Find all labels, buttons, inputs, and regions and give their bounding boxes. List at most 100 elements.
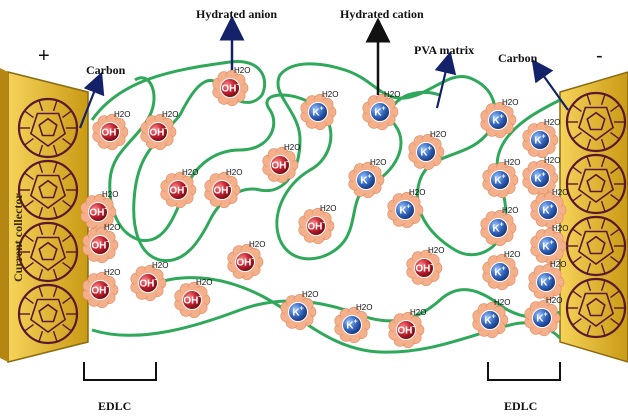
hydrated-cation-label: Hydrated cation (340, 7, 424, 21)
cation-symbol: K+ (542, 240, 553, 253)
cation-symbol: K+ (494, 174, 505, 187)
water-symbol: H2O (249, 240, 265, 249)
carbon-left-pointer-arrow (78, 71, 105, 129)
fullerene-right-4 (565, 277, 627, 339)
cation-symbol: K+ (494, 266, 505, 279)
hydrated-cation-17: K+ H2O (472, 298, 510, 339)
hydrated-cation-7: K+ H2O (387, 188, 425, 229)
cation-symbol: K+ (540, 276, 551, 289)
left-collector-side (0, 68, 8, 362)
carbon-right-pointer-arrow (531, 59, 569, 111)
anion-symbol: OH- (236, 256, 254, 269)
hydrated-anion-label: Hydrated anion (196, 7, 277, 21)
fullerene-right-1 (565, 91, 627, 153)
edlc-left-bracket (83, 362, 157, 381)
right-fullerene-column (565, 91, 627, 339)
edlc-right-bracket (487, 362, 561, 381)
hydrated-anion-15: OH-H2O (388, 308, 426, 349)
hydrated-cation-3: K+ H2O (408, 130, 446, 171)
hydrated-anion-7: OH-H2O (80, 190, 118, 231)
anion-symbol: OH- (183, 294, 201, 307)
anion-symbol: OH- (91, 239, 109, 252)
ion-layer: OH- H2O OH- H2O OH- H2O OH- H2O OH- H2O OH- H2O OH- H… (80, 66, 568, 349)
negative-terminal-symbol: - (596, 45, 603, 67)
cation-symbol: K+ (292, 306, 303, 319)
hydrated-cation-15: K+H2O (280, 290, 318, 331)
hydrated-anion-4: OH- H2O (262, 143, 300, 184)
water-symbol: H2O (370, 158, 386, 167)
cation-symbol: K+ (484, 314, 495, 327)
pva-pointer-arrow (434, 51, 457, 109)
water-symbol: H2O (384, 90, 400, 99)
water-symbol: H2O (504, 250, 520, 259)
left-electrode: Current collector (0, 68, 89, 363)
water-symbol: H2O (284, 143, 300, 152)
hydrated-cation-6: K+H2O (348, 158, 386, 199)
left-fullerene-column (17, 97, 79, 345)
carbon-right-label: Carbon (498, 51, 538, 65)
water-symbol: H2O (550, 260, 566, 269)
water-symbol: H2O (114, 110, 130, 119)
cation-symbol: K+ (536, 312, 547, 325)
water-symbol: H2O (196, 278, 212, 287)
hydrated-cation-4: K+ H2O (480, 98, 518, 139)
hydrated-cation-10: K+H2O (530, 188, 568, 229)
water-symbol: H2O (428, 246, 444, 255)
edlc-left-label: EDLC (98, 399, 131, 413)
pva-chain-bottom (149, 276, 562, 354)
water-symbol: H2O (322, 90, 338, 99)
water-symbol: H2O (430, 130, 446, 139)
water-symbol: H2O (544, 156, 560, 165)
hydrated-cation-16: K+ H2O (334, 303, 372, 344)
anion-symbol: OH- (221, 82, 239, 95)
hydrated-cation-12: K+ H2O (530, 224, 568, 265)
cation-symbol: K+ (534, 134, 545, 147)
positive-terminal-symbol: + (38, 45, 50, 67)
hydrated-cation-14: K+ H2O (482, 250, 520, 291)
water-symbol: H2O (409, 188, 425, 197)
cation-symbol: K+ (312, 106, 323, 119)
hydrated-cation-9: K+ H2O (522, 156, 560, 197)
cation-symbol: K+ (420, 146, 431, 159)
cation-symbol: K+ (374, 106, 385, 119)
hydrated-cation-1: K+ H2O (300, 90, 338, 131)
anion-symbol: OH- (91, 284, 109, 297)
hydrated-anion-8: OH- H2O (298, 204, 336, 245)
water-symbol: H2O (226, 168, 242, 177)
hydrated-cation-13: K+ H2O (528, 260, 566, 301)
pva-matrix-label: PVA matrix (414, 43, 474, 57)
hydrated-anion-3: OH-H2O (140, 110, 178, 151)
cation-symbol: K+ (492, 114, 503, 127)
carbon-left-label: Carbon (86, 63, 126, 77)
water-symbol: H2O (502, 98, 518, 107)
water-symbol: H2O (494, 298, 510, 307)
cation-symbol: K+ (346, 319, 357, 332)
hydrated-anion-1: OH-H2O (212, 66, 250, 107)
cation-symbol: K+ (542, 204, 553, 217)
anion-symbol: OH- (307, 220, 325, 233)
fullerene-left-3 (17, 221, 79, 283)
water-symbol: H2O (410, 308, 426, 317)
water-symbol: H2O (162, 110, 178, 119)
water-symbol: H2O (552, 224, 568, 233)
hydrated-anion-2: OH-H2O (92, 110, 130, 151)
water-symbol: H2O (504, 158, 520, 167)
cation-symbol: K+ (534, 172, 545, 185)
fullerene-left-2 (17, 159, 79, 221)
water-symbol: H2O (320, 204, 336, 213)
fullerene-right-3 (565, 215, 627, 277)
hydrated-cation-18: K+H2O (524, 296, 562, 337)
pva-chain-lower (91, 288, 561, 337)
edlc-right-label: EDLC (504, 399, 537, 413)
cation-symbol: K+ (399, 204, 410, 217)
anion-symbol: OH- (139, 277, 157, 290)
water-symbol: H2O (104, 223, 120, 232)
water-symbol: H2O (502, 206, 518, 215)
hydrated-anion-14: OH-H2O (406, 246, 444, 287)
water-symbol: H2O (152, 261, 168, 270)
anion-symbol: OH- (271, 159, 289, 172)
water-symbol: H2O (356, 303, 372, 312)
hydrated-anion-6: OH-H2O (204, 168, 242, 209)
current-collector-label: Current collector (11, 193, 25, 282)
